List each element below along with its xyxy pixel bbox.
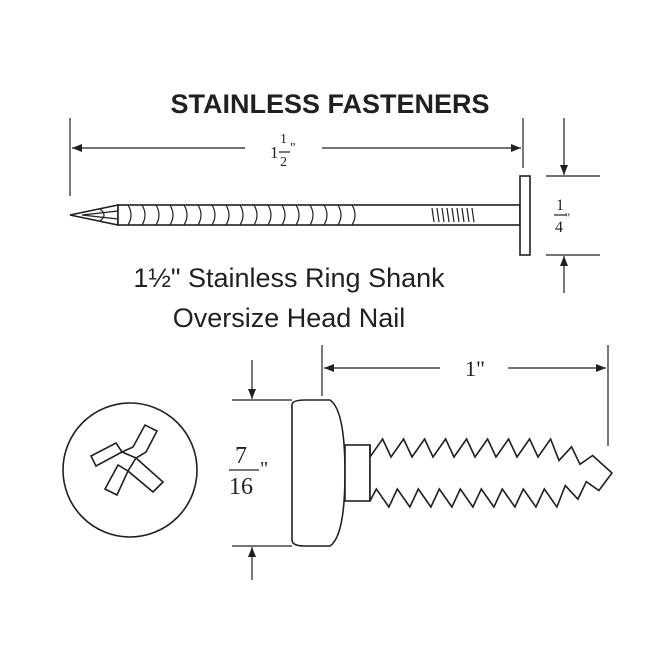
nail-grip-line xyxy=(431,207,435,223)
nail-ring xyxy=(211,204,216,226)
nail-ring xyxy=(351,204,356,226)
nail-ring xyxy=(141,204,146,226)
nail-ring xyxy=(253,204,258,226)
nail-length-label: 1 1 2 " xyxy=(270,128,296,170)
nail-grip-line xyxy=(446,207,450,223)
diagram-title: STAINLESS FASTENERS xyxy=(170,89,489,119)
screw-length-dimension: 1" xyxy=(321,345,609,446)
phillips-head-top-view xyxy=(62,402,198,538)
nail-grip-line xyxy=(451,207,455,223)
pan-head-screw xyxy=(291,399,614,547)
nail-grip-line xyxy=(466,207,470,223)
nail-grip-line xyxy=(436,207,440,223)
nail-grip-line xyxy=(456,207,460,223)
nail-ring xyxy=(295,204,300,226)
nail-ring xyxy=(239,204,244,226)
nail-ring xyxy=(183,204,188,226)
ring-shank-nail xyxy=(69,175,531,256)
nail-ring xyxy=(155,204,160,226)
nail-ring xyxy=(197,204,202,226)
nail-ring xyxy=(337,204,342,226)
nail-caption-line2: Oversize Head Nail xyxy=(173,303,406,333)
phillips-cross-icon xyxy=(89,423,165,497)
nail-ring xyxy=(127,204,132,226)
nail-length-dimension: 1 1 2 " xyxy=(69,118,524,196)
nail-ring xyxy=(169,204,174,226)
nail-ring xyxy=(281,204,286,226)
screw-length-label: 1" xyxy=(465,356,485,381)
nail-head-label: 1 4 " xyxy=(555,197,570,236)
nail-caption-line1: 1½" Stainless Ring Shank xyxy=(133,263,445,293)
nail-grip-line xyxy=(441,207,445,223)
nail-grip-line xyxy=(471,207,475,223)
screw-head-label: 7 16 " xyxy=(229,443,268,500)
nail-grip-line xyxy=(461,207,465,223)
nail-ring xyxy=(323,204,328,226)
nail-ring xyxy=(225,204,230,226)
nail-ring xyxy=(267,204,272,226)
nail-ring xyxy=(309,204,314,226)
nail-head-dimension: 1 4 " xyxy=(546,118,600,293)
screw-head-dimension: 7 16 " xyxy=(229,360,292,580)
